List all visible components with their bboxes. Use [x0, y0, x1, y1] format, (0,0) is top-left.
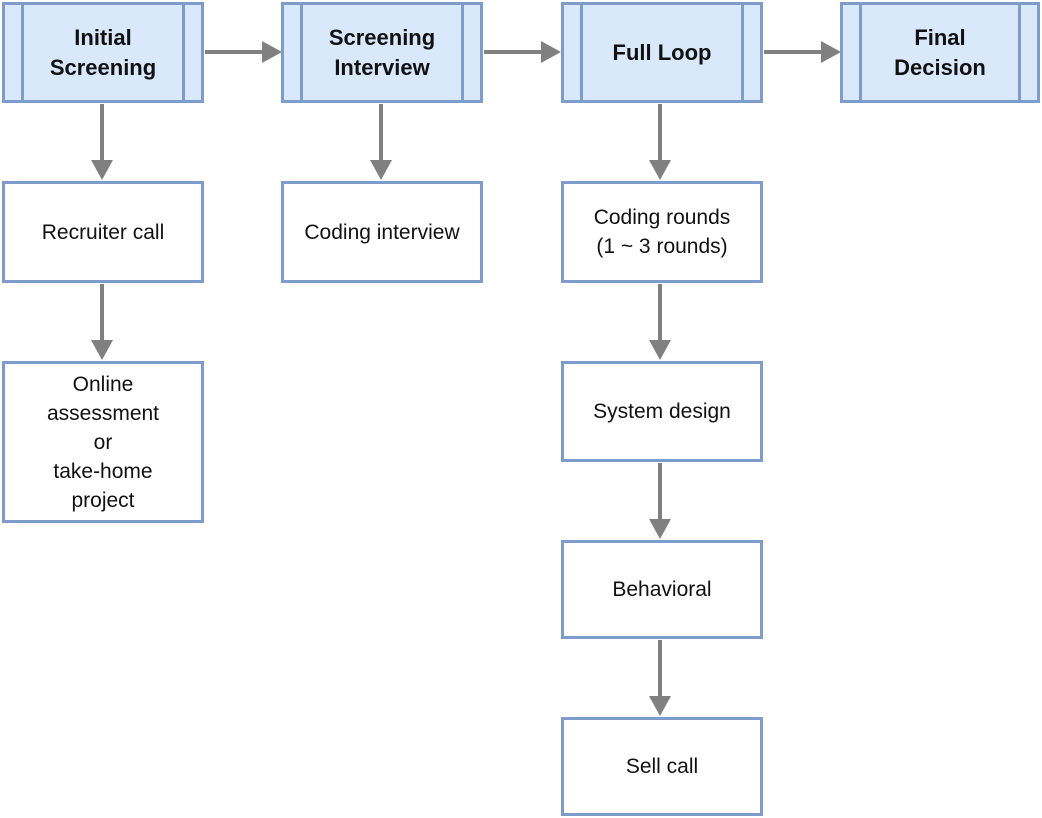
step-system-design: System design	[561, 361, 763, 462]
stage-full-loop: Full Loop	[561, 2, 763, 103]
arrowhead-recruiter-to-assessment	[91, 340, 113, 360]
step-label: Recruiter call	[41, 220, 165, 244]
step-label: Coding rounds (1 ~ 3 rounds)	[593, 206, 731, 258]
stage-label: Screening Interview	[328, 24, 436, 80]
step-coding-interview: Coding interview	[281, 181, 483, 283]
step-coding-rounds: Coding rounds (1 ~ 3 rounds)	[561, 181, 763, 283]
step-online-assessment: Online assessment or take-home project	[2, 361, 204, 523]
arrowhead-screening-to-coding	[370, 160, 392, 180]
step-sell-call: Sell call	[561, 717, 763, 816]
stage-initial-screening: Initial Screening	[2, 2, 204, 103]
arrowhead-rounds-to-design	[649, 340, 671, 360]
arrowhead-initial-to-recruiter	[91, 160, 113, 180]
arrowhead-screening-to-fullloop	[541, 41, 561, 63]
step-label: System design	[593, 400, 731, 423]
stage-label: Initial Screening	[49, 24, 157, 80]
step-behavioral: Behavioral	[561, 540, 763, 639]
stage-screening-interview: Screening Interview	[281, 2, 483, 103]
stage-final-decision: Final Decision	[840, 2, 1040, 103]
arrowhead-behavioral-to-sell	[649, 696, 671, 716]
step-recruiter-call: Recruiter call	[2, 181, 204, 283]
arrowhead-fullloop-to-rounds	[649, 160, 671, 180]
arrowhead-initial-to-screening	[262, 41, 282, 63]
stage-label: Final Decision	[894, 24, 986, 80]
step-label: Coding interview	[304, 220, 460, 244]
step-label: Sell call	[625, 755, 699, 778]
stage-label: Full Loop	[612, 39, 712, 65]
arrowhead-fullloop-to-final	[821, 41, 841, 63]
arrowhead-design-to-behavioral	[649, 519, 671, 539]
step-label: Online assessment or take-home project	[46, 372, 160, 512]
step-label: Behavioral	[612, 578, 712, 601]
